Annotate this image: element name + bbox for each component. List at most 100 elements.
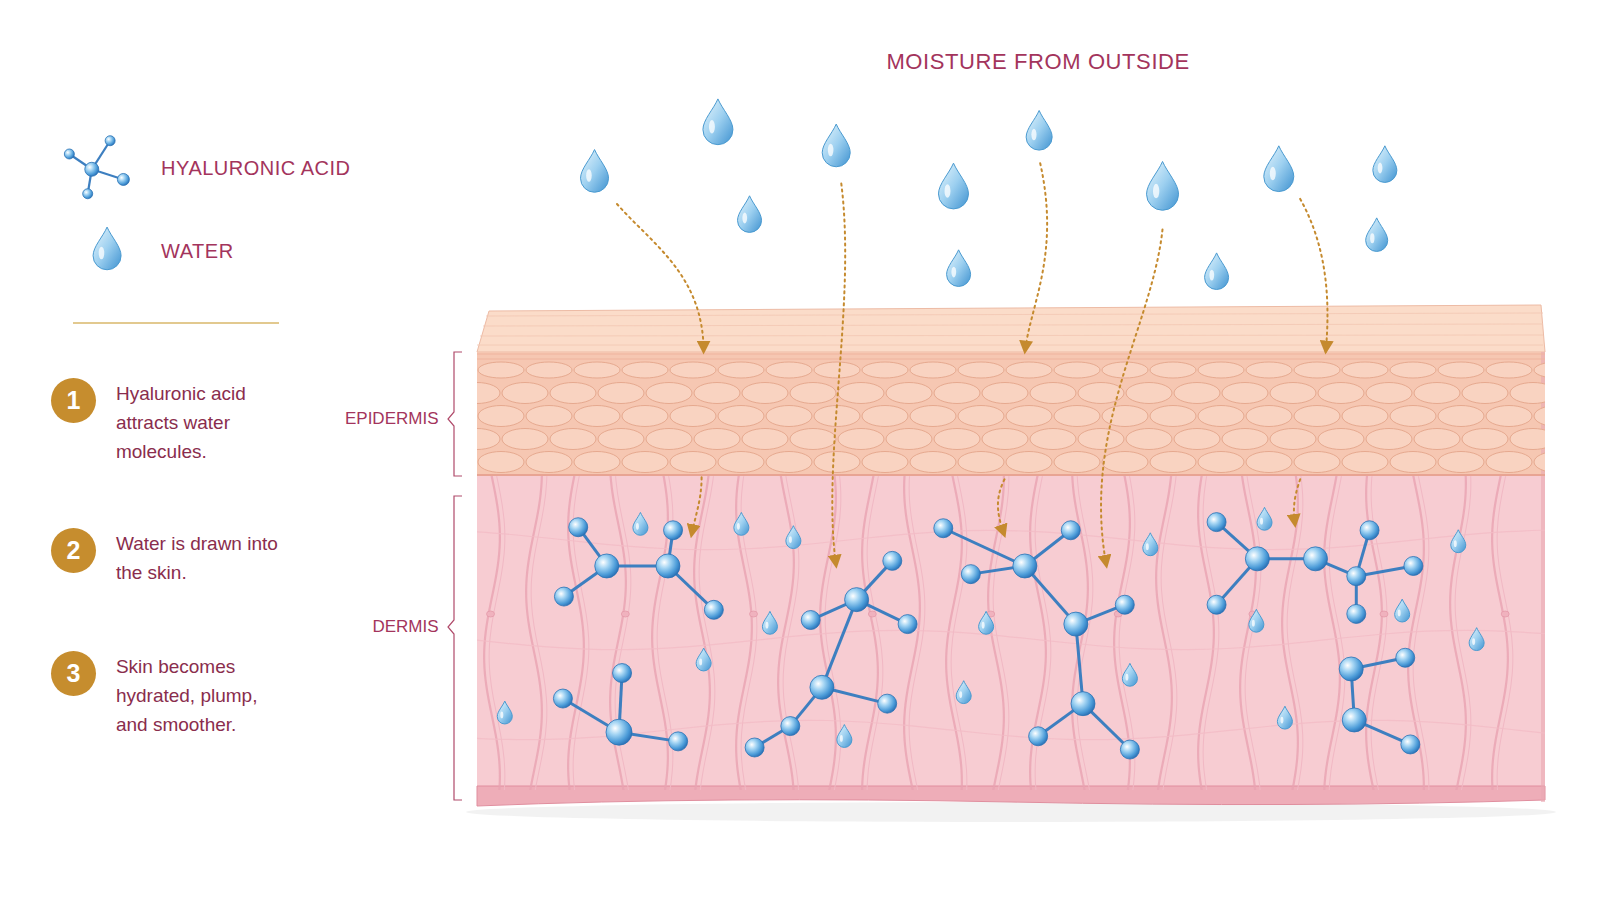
epidermis-cell bbox=[1246, 362, 1292, 378]
step-item: 1Hyaluronic acid attracts water molecule… bbox=[51, 378, 286, 466]
epidermis-cell bbox=[694, 383, 740, 404]
molecule-atom bbox=[1013, 554, 1037, 578]
moisture-arrow bbox=[617, 204, 704, 352]
water-drop bbox=[1451, 530, 1466, 553]
water-drop bbox=[497, 701, 512, 724]
epidermis-cell bbox=[742, 383, 788, 404]
epidermis-cell bbox=[1342, 362, 1388, 378]
drop-highlight bbox=[742, 213, 747, 224]
collagen-fibre bbox=[699, 476, 715, 790]
molecule-atom bbox=[1339, 657, 1363, 681]
drop-highlight bbox=[586, 169, 592, 182]
epidermis-cell bbox=[1486, 406, 1532, 427]
water-drop bbox=[581, 150, 609, 193]
epidermis-cell bbox=[862, 406, 908, 427]
collagen-fibre bbox=[1329, 476, 1345, 790]
water-drop bbox=[696, 648, 711, 671]
step-item: 3Skin becomes hydrated, plump, and smoot… bbox=[51, 651, 286, 739]
step-text: Water is drawn into the skin. bbox=[116, 529, 286, 587]
epidermis-cell bbox=[766, 452, 812, 473]
drop-highlight bbox=[982, 622, 985, 629]
epidermis-cell bbox=[1390, 362, 1436, 378]
collagen-fibre bbox=[531, 476, 547, 790]
molecule-atom bbox=[606, 719, 632, 745]
epidermis-cell bbox=[934, 429, 980, 450]
water-drop bbox=[1469, 628, 1484, 651]
epidermis-base-line bbox=[477, 474, 1545, 476]
epidermis-cell bbox=[910, 452, 956, 473]
drop-highlight bbox=[1472, 638, 1475, 645]
molecule-atom bbox=[1304, 547, 1328, 571]
moisture-arrow bbox=[1294, 479, 1300, 525]
layer-label: DERMIS bbox=[372, 617, 438, 637]
collagen-fibre bbox=[1287, 476, 1303, 790]
epidermis-cell bbox=[1462, 429, 1508, 450]
epidermis-cell bbox=[1030, 429, 1076, 450]
epidermis-cell bbox=[670, 406, 716, 427]
epidermis-cell bbox=[718, 452, 764, 473]
epidermis-cell bbox=[574, 362, 620, 378]
epidermis-cell bbox=[910, 406, 956, 427]
epidermis-cell bbox=[1342, 452, 1388, 473]
epidermis-cell bbox=[526, 452, 572, 473]
drop-highlight bbox=[959, 691, 962, 698]
molecule-atom bbox=[117, 173, 129, 185]
drop-highlight bbox=[828, 144, 834, 157]
drop-highlight bbox=[1031, 129, 1036, 141]
epidermis-cell bbox=[838, 383, 884, 404]
molecule-atom bbox=[704, 600, 723, 619]
molecule-atom bbox=[656, 554, 680, 578]
epidermis-cell bbox=[1006, 452, 1052, 473]
epidermis-cell bbox=[814, 406, 860, 427]
drop-highlight bbox=[1209, 270, 1214, 281]
epidermis-cell bbox=[1414, 429, 1460, 450]
molecule-atom bbox=[878, 694, 897, 713]
drop-highlight bbox=[1146, 543, 1149, 550]
collagen-fibre bbox=[1156, 476, 1172, 790]
epidermis-cell bbox=[1150, 406, 1196, 427]
epidermis-cell bbox=[646, 429, 692, 450]
epidermis-cell bbox=[1366, 383, 1412, 404]
molecule-atom bbox=[1347, 604, 1366, 623]
collagen-fibre bbox=[993, 476, 1009, 790]
molecule-atom bbox=[1115, 595, 1134, 614]
top-texture bbox=[483, 324, 1543, 326]
step-number: 1 bbox=[51, 378, 96, 423]
collagen-fibre bbox=[484, 476, 500, 790]
water-drop bbox=[1122, 663, 1137, 686]
molecule-atom bbox=[1245, 547, 1269, 571]
epidermis-cell bbox=[934, 383, 980, 404]
epidermis-cell bbox=[790, 429, 836, 450]
collagen-fibre bbox=[526, 476, 542, 790]
dermis-fibres bbox=[477, 476, 1545, 790]
step-number: 2 bbox=[51, 528, 96, 573]
epidermis-cell bbox=[622, 452, 668, 473]
water-drop bbox=[734, 512, 749, 535]
epidermis-cell bbox=[838, 429, 884, 450]
water-drop bbox=[1366, 218, 1388, 252]
drop-highlight bbox=[1270, 167, 1276, 181]
epidermis-cell bbox=[1054, 362, 1100, 378]
epidermis-cell bbox=[502, 429, 548, 450]
water-drop bbox=[1026, 110, 1052, 150]
epidermis-bracket bbox=[448, 352, 462, 476]
epidermis-cell bbox=[1318, 383, 1364, 404]
drop-highlight bbox=[699, 659, 702, 666]
epidermis-cell bbox=[1270, 383, 1316, 404]
epidermis-cell bbox=[1438, 406, 1484, 427]
epidermis-cell bbox=[1462, 383, 1508, 404]
top-texture bbox=[480, 335, 1543, 336]
drop-highlight bbox=[789, 536, 792, 543]
collagen-fibre bbox=[489, 476, 505, 790]
drop-highlight bbox=[765, 622, 768, 629]
molecule-atom bbox=[1120, 740, 1139, 759]
molecule-atom bbox=[1064, 612, 1088, 636]
molecule-atom bbox=[934, 519, 953, 538]
epidermis-cell bbox=[1102, 406, 1148, 427]
fibre-bead bbox=[1501, 611, 1509, 617]
legend-label: HYALURONIC ACID bbox=[161, 157, 350, 180]
molecule-atom bbox=[669, 732, 688, 751]
